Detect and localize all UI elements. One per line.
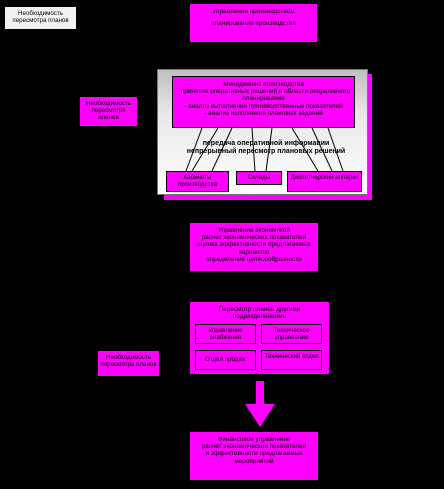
- final-box-line1: Финансовое управление: [217, 436, 291, 443]
- left-note-mid: Необходимость пересмотра планов: [79, 96, 138, 127]
- department-item-1: Управление снабжения: [195, 324, 256, 344]
- mid-text-line1: передача оперативной информации: [202, 140, 330, 147]
- top-left-note: Необходимость пересмотра планов: [4, 6, 77, 30]
- department-item-4: Технический отдел: [261, 350, 322, 370]
- bottom-box-left: Кабинеты производства: [166, 171, 229, 192]
- mid-text-line2: непрерывный пересмотр плановых решений: [186, 148, 346, 156]
- bottom-box-right: Диспетчерский аппарат: [287, 171, 362, 192]
- control-box-line2: расчет экономических показателей: [201, 234, 307, 242]
- control-box-line4: вариантов: [238, 248, 270, 256]
- mid-text: передача оперативной информации непрерыв…: [176, 140, 356, 156]
- bottom-box-left-text: Кабинеты производства: [177, 174, 218, 188]
- main-box-line4: - анализ исполнения плановых заданий: [204, 109, 323, 117]
- bottom-box-middle: Склады: [236, 171, 282, 185]
- final-box: Финансовое управление расчет экономическ…: [189, 431, 319, 481]
- final-box-line4: мероприятий: [234, 457, 274, 465]
- top-box-line1: Управление производством: [212, 8, 295, 15]
- final-box-line2: расчет экономических показателей: [201, 443, 307, 451]
- department-box-title: Пересмотр планов другими подразделениями: [218, 306, 301, 321]
- department-item-2: Техническое управление: [261, 324, 322, 344]
- department-item-4-text: Технический отдел: [264, 353, 319, 360]
- control-box-line5: определение целесообразности: [206, 255, 302, 263]
- main-box-line2: - принятие оперативных решений в области…: [176, 88, 351, 103]
- main-box-line3: - анализ выполнения производственных пок…: [184, 102, 343, 110]
- top-left-note-text: Необходимость пересмотра планов: [12, 10, 69, 25]
- main-box: Менеджмент производства - принятие опера…: [172, 76, 355, 128]
- bottom-box-middle-text: Склады: [247, 174, 271, 181]
- left-note-bottom: Необходимость пересмотра планов: [97, 350, 160, 377]
- department-item-3: Отдел продаж: [195, 350, 256, 370]
- top-box-line2: планирование производства: [211, 20, 296, 28]
- bottom-box-right-text: Диспетчерский аппарат: [290, 174, 359, 181]
- department-item-1-text: Управление снабжения: [208, 327, 243, 341]
- top-box: Управление производством планирование пр…: [189, 3, 318, 43]
- control-box: Управление экономикой расчет экономическ…: [189, 222, 319, 272]
- main-box-line1: Менеджмент производства: [223, 81, 304, 88]
- final-box-line3: и эффективности предлагаемых: [205, 450, 303, 458]
- left-note-mid-text: Необходимость пересмотра планов: [86, 100, 131, 122]
- control-box-line3: оценка эффективности предлагаемых: [196, 241, 312, 249]
- department-item-2-text: Техническое управление: [273, 327, 310, 341]
- department-item-3-text: Отдел продаж: [205, 356, 246, 363]
- left-note-bottom-text: Необходимость пересмотра планов: [100, 354, 157, 369]
- control-box-line1: Управление экономикой: [217, 227, 291, 234]
